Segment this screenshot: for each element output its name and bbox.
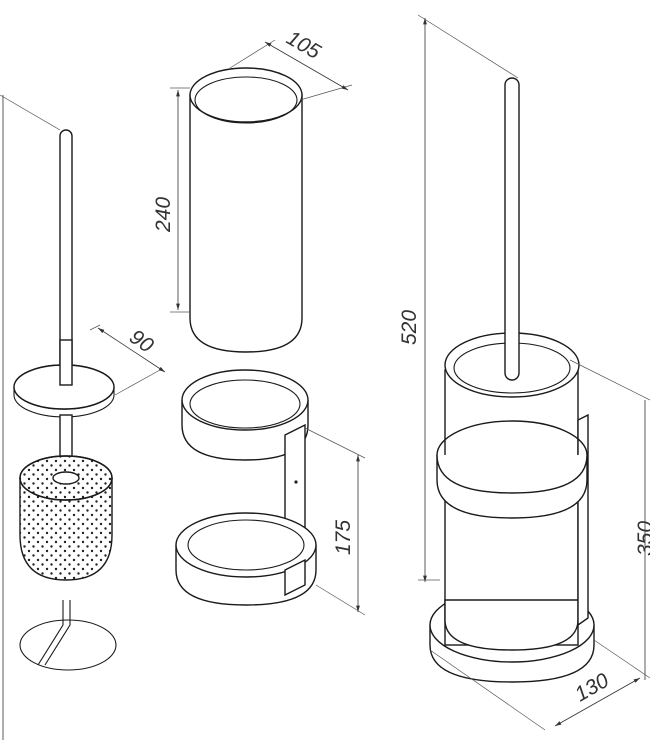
brush-clip-ring — [19, 619, 117, 671]
cup-diameter-dimension-line — [264, 41, 349, 91]
cup-body — [189, 94, 303, 353]
base-diameter-label: 130 — [571, 669, 613, 707]
cup-part: 240 105 — [152, 26, 353, 353]
cup-height-label: 240 — [152, 197, 175, 233]
holder-frame: 175 — [175, 369, 366, 616]
stand-height-label: 350 — [634, 521, 650, 556]
brush-assembly: 90 — [0, 94, 166, 740]
total-height-label: 520 — [398, 310, 421, 345]
lid-diameter-dimension-line — [97, 327, 166, 373]
assembled-handle — [504, 77, 520, 381]
holder-top-ring — [181, 369, 309, 431]
holder-height-label: 175 — [332, 520, 355, 555]
cup-rim — [189, 67, 303, 123]
lid-diameter-label: 90 — [125, 325, 158, 357]
cup-diameter-label: 105 — [283, 26, 325, 64]
base-diameter-dimension-line — [554, 677, 641, 727]
assembled-unit: 520 350 130 — [398, 14, 650, 731]
